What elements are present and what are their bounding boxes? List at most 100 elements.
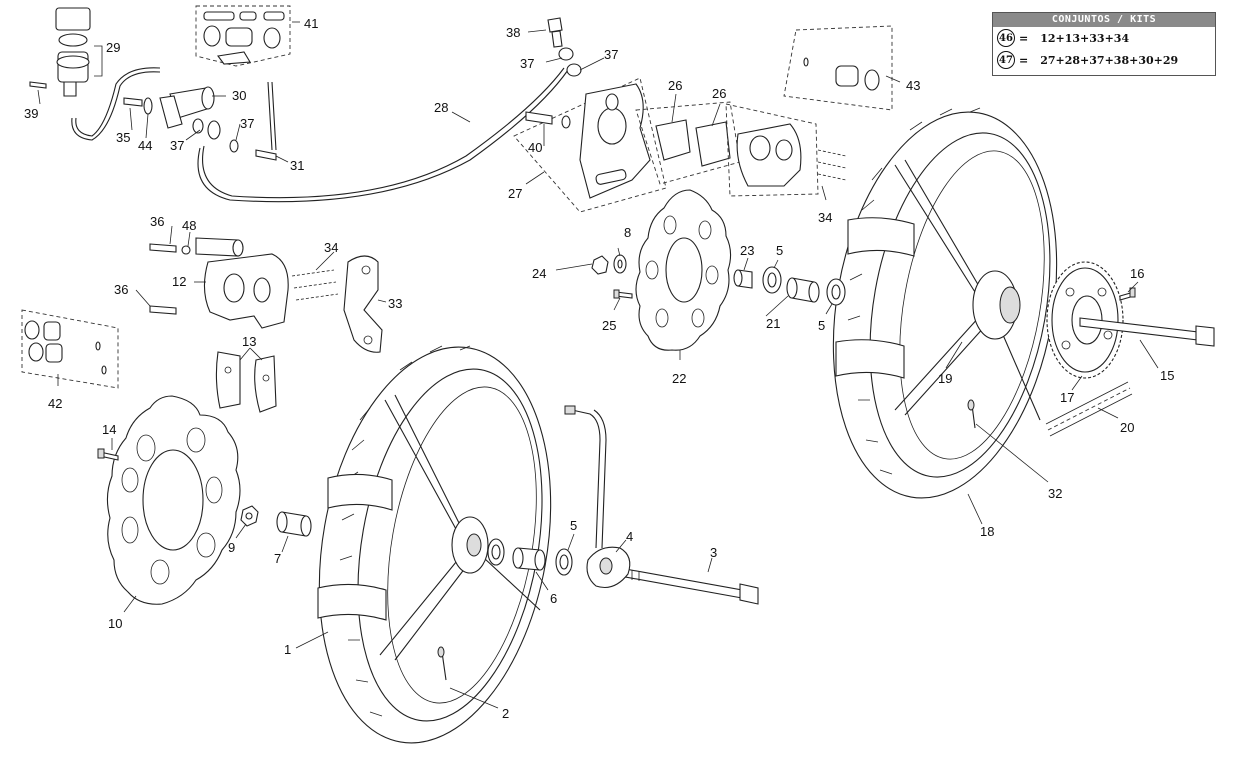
callout-41: 41 (304, 16, 318, 31)
front-brake-pads (215, 351, 277, 413)
callout-20: 20 (1120, 420, 1134, 435)
front-axle (619, 567, 759, 605)
brake-light-switch-31 (255, 81, 277, 161)
kits-table: CONJUNTOS / KITS 46 = 12+13+33+34 47 = 2… (992, 12, 1216, 76)
front-seal-5 (555, 548, 573, 576)
callout-26-b: 26 (712, 86, 726, 101)
leader-lines (37, 21, 1159, 709)
repair-kit-41 (195, 5, 291, 67)
callout-3: 3 (710, 545, 717, 560)
front-wheel (317, 345, 552, 744)
callout-26-a: 26 (668, 78, 682, 93)
speedometer-drive (564, 405, 631, 589)
callout-8: 8 (624, 225, 631, 240)
front-disc-screw-14 (97, 448, 119, 461)
front-brake-disc (106, 395, 241, 605)
callout-23: 23 (740, 243, 754, 258)
callout-30: 30 (232, 88, 246, 103)
callout-5-front: 5 (570, 518, 577, 533)
callout-numbers: 1 2 3 4 5 6 7 9 10 14 12 13 34 33 36 48 … (24, 16, 1174, 721)
drive-chain-segment (1045, 381, 1133, 437)
kit-number-badge: 47 (997, 51, 1015, 69)
callout-18: 18 (980, 524, 994, 539)
front-caliper-bracket (343, 255, 383, 353)
callout-39: 39 (24, 106, 38, 121)
callout-10: 10 (108, 616, 122, 631)
rear-caliper-kit-27 (513, 77, 667, 213)
callout-44: 44 (138, 138, 152, 153)
callout-36-b: 36 (114, 282, 128, 297)
callout-6: 6 (550, 591, 557, 606)
nut-24 (591, 255, 609, 275)
rear-brake-pads (635, 101, 741, 185)
washer-8 (613, 254, 627, 274)
seal-kit-43 (783, 25, 893, 111)
rear-brake-disc (635, 189, 732, 351)
callout-35: 35 (116, 130, 130, 145)
callout-19: 19 (938, 371, 952, 386)
rear-axle (1079, 317, 1215, 347)
callout-37-c: 37 (240, 116, 254, 131)
kit-equals: = (1019, 53, 1029, 67)
banjo-bolt-38 (547, 17, 582, 77)
front-caliper-pins (291, 269, 339, 301)
callout-15: 15 (1160, 368, 1174, 383)
kits-table-header: CONJUNTOS / KITS (993, 13, 1215, 27)
rear-wheel (832, 107, 1058, 499)
callout-29: 29 (106, 40, 120, 55)
seal-kit-42 (21, 309, 119, 389)
callout-28: 28 (434, 100, 448, 115)
callout-48: 48 (182, 218, 196, 233)
kit-row-47: 47 = 27+28+37+38+30+29 (993, 49, 1215, 71)
callout-13: 13 (242, 334, 256, 349)
callout-33: 33 (388, 296, 402, 311)
sprocket-screw-16 (1119, 287, 1136, 301)
front-bearing-6 (487, 538, 546, 571)
callout-5-rear-a: 5 (776, 243, 783, 258)
front-spacer-7 (276, 511, 312, 537)
callout-42: 42 (48, 396, 62, 411)
rear-bearing-5a (762, 266, 782, 294)
front-brake-caliper (149, 237, 289, 329)
callout-38: 38 (506, 25, 520, 40)
callout-17: 17 (1060, 390, 1074, 405)
rear-spacer-21 (786, 277, 820, 303)
kit-formula: 12+13+33+34 (1040, 31, 1130, 45)
rear-caliper-pins (817, 149, 847, 181)
callout-27: 27 (508, 186, 522, 201)
rear-bearing-5b (826, 278, 846, 306)
kit-equals: = (1019, 31, 1029, 45)
callout-31: 31 (290, 158, 304, 173)
callout-37-a: 37 (520, 56, 534, 71)
callout-40: 40 (528, 140, 542, 155)
callout-7: 7 (274, 551, 281, 566)
callout-22: 22 (672, 371, 686, 386)
callout-25: 25 (602, 318, 616, 333)
callout-24: 24 (532, 266, 546, 281)
callout-16: 16 (1130, 266, 1144, 281)
kit-formula: 27+28+37+38+30+29 (1040, 53, 1179, 67)
callout-43: 43 (906, 78, 920, 93)
callout-9: 9 (228, 540, 235, 555)
master-cylinder-reservoir (55, 7, 91, 97)
kit-row-46: 46 = 12+13+33+34 (993, 27, 1215, 49)
callout-37-d: 37 (170, 138, 184, 153)
kit-number-badge: 46 (997, 29, 1015, 47)
banjo-bolts (29, 81, 239, 153)
callout-21: 21 (766, 316, 780, 331)
callout-12: 12 (172, 274, 186, 289)
master-cylinder-pump (159, 86, 215, 129)
callout-34-rear: 34 (818, 210, 832, 225)
callout-5-rear-b: 5 (818, 318, 825, 333)
callout-34-front: 34 (324, 240, 338, 255)
rear-caliper-body (725, 103, 819, 197)
rear-spacer-23 (733, 269, 753, 289)
callout-36-a: 36 (150, 214, 164, 229)
callout-37-b: 37 (604, 47, 618, 62)
callout-4: 4 (626, 529, 633, 544)
front-disc-nut-9 (240, 505, 259, 527)
callout-32: 32 (1048, 486, 1062, 501)
callout-14: 14 (102, 422, 116, 437)
callout-2: 2 (502, 706, 509, 721)
callout-1: 1 (284, 642, 291, 657)
